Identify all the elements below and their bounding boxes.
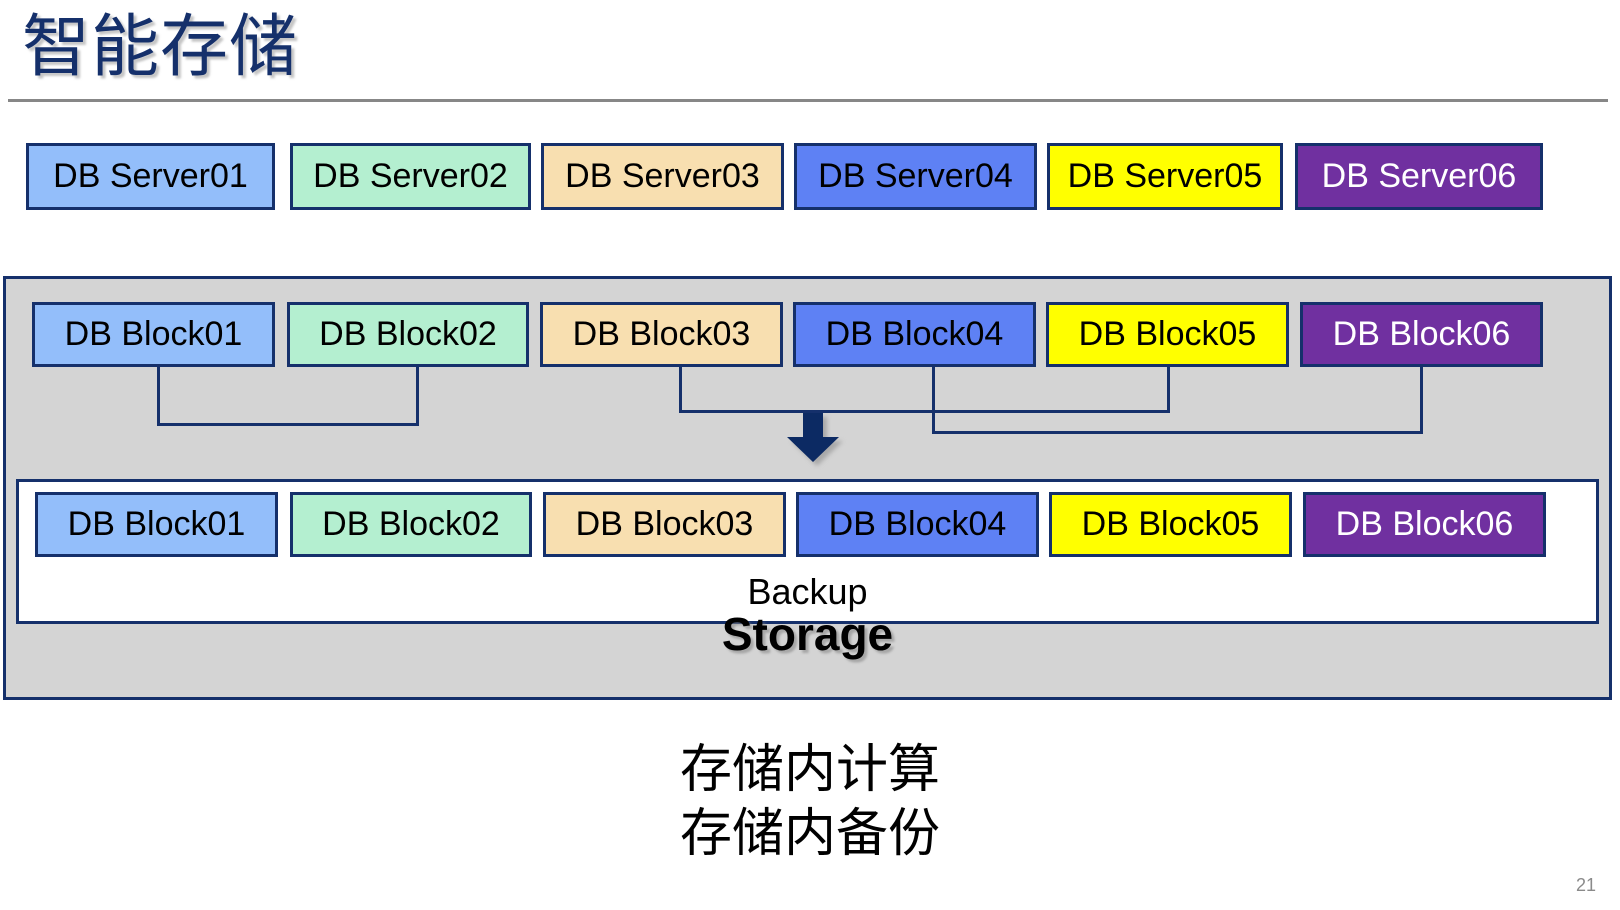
- db-server-box-label: DB Server02: [313, 157, 508, 195]
- db-server-box-label: DB Server03: [565, 157, 760, 195]
- db-server-box-1[interactable]: DB Server01: [26, 143, 275, 210]
- db-block-box-primary-label: DB Block01: [64, 315, 243, 353]
- db-server-box-6[interactable]: DB Server06: [1295, 143, 1543, 210]
- page-number: 21: [1575, 875, 1596, 895]
- db-block-box-backup-3[interactable]: DB Block03: [543, 492, 786, 557]
- connector-horizontal: [157, 423, 419, 426]
- db-server-box-3[interactable]: DB Server03: [541, 143, 784, 210]
- db-server-box-label: DB Server04: [818, 157, 1013, 195]
- db-block-box-backup-6[interactable]: DB Block06: [1303, 492, 1546, 557]
- db-server-box-label: DB Server06: [1321, 157, 1517, 195]
- backup-box: DB Block01 DB Block02 DB Block03 DB Block04…: [16, 479, 1599, 624]
- db-block-box-backup-label: DB Block01: [67, 505, 246, 543]
- db-server-box-label: DB Server01: [53, 157, 248, 195]
- connector-vertical-left: [157, 367, 160, 423]
- storage-container: DB Block01 DB Block02 DB Block03 DB Block04…: [3, 276, 1612, 700]
- caption-line-1: 存储内计算: [679, 741, 940, 799]
- title-divider: [8, 99, 1608, 102]
- backup-label: Backup: [747, 571, 868, 612]
- db-server-box-label: DB Server05: [1067, 157, 1263, 195]
- db-block-box-primary-4[interactable]: DB Block04: [793, 302, 1036, 367]
- caption-line-2: 存储内备份: [679, 805, 940, 863]
- db-block-box-primary-5[interactable]: DB Block05: [1046, 302, 1289, 367]
- down-arrow-icon: [787, 413, 839, 462]
- page-title: 智能存储: [22, 9, 299, 85]
- db-block-box-backup-label: DB Block06: [1335, 505, 1514, 543]
- db-block-box-primary-6[interactable]: DB Block06: [1300, 302, 1543, 367]
- db-block-box-backup-4[interactable]: DB Block04: [796, 492, 1039, 557]
- db-block-box-primary-label: DB Block03: [572, 315, 751, 353]
- db-block-box-primary-label: DB Block02: [319, 315, 497, 353]
- db-block-box-backup-5[interactable]: DB Block05: [1049, 492, 1292, 557]
- connector-vertical-right: [416, 367, 419, 423]
- connector-vertical-left: [932, 367, 935, 431]
- storage-label: Storage: [721, 608, 894, 660]
- db-block-box-backup-2[interactable]: DB Block02: [290, 492, 532, 557]
- db-block-box-backup-label: DB Block05: [1081, 505, 1260, 543]
- connector-vertical-left: [679, 367, 682, 410]
- connector-vertical-right: [1420, 367, 1423, 431]
- db-block-box-backup-label: DB Block02: [322, 505, 500, 543]
- db-server-box-5[interactable]: DB Server05: [1047, 143, 1283, 210]
- db-server-box-4[interactable]: DB Server04: [794, 143, 1037, 210]
- db-block-box-primary-label: DB Block04: [825, 315, 1004, 353]
- connector-vertical-right: [1167, 367, 1170, 410]
- db-block-box-primary-label: DB Block05: [1078, 315, 1257, 353]
- db-block-box-primary-label: DB Block06: [1332, 315, 1511, 353]
- connector-horizontal: [679, 410, 1170, 413]
- db-block-box-backup-1[interactable]: DB Block01: [35, 492, 278, 557]
- db-server-box-2[interactable]: DB Server02: [290, 143, 531, 210]
- db-block-box-backup-label: DB Block04: [828, 505, 1007, 543]
- db-block-box-primary-3[interactable]: DB Block03: [540, 302, 783, 367]
- db-block-box-primary-2[interactable]: DB Block02: [287, 302, 529, 367]
- caption-block: 存储内计算存储内备份: [0, 738, 1620, 866]
- db-block-box-primary-1[interactable]: DB Block01: [32, 302, 275, 367]
- db-block-box-backup-label: DB Block03: [575, 505, 754, 543]
- connector-horizontal: [932, 431, 1423, 434]
